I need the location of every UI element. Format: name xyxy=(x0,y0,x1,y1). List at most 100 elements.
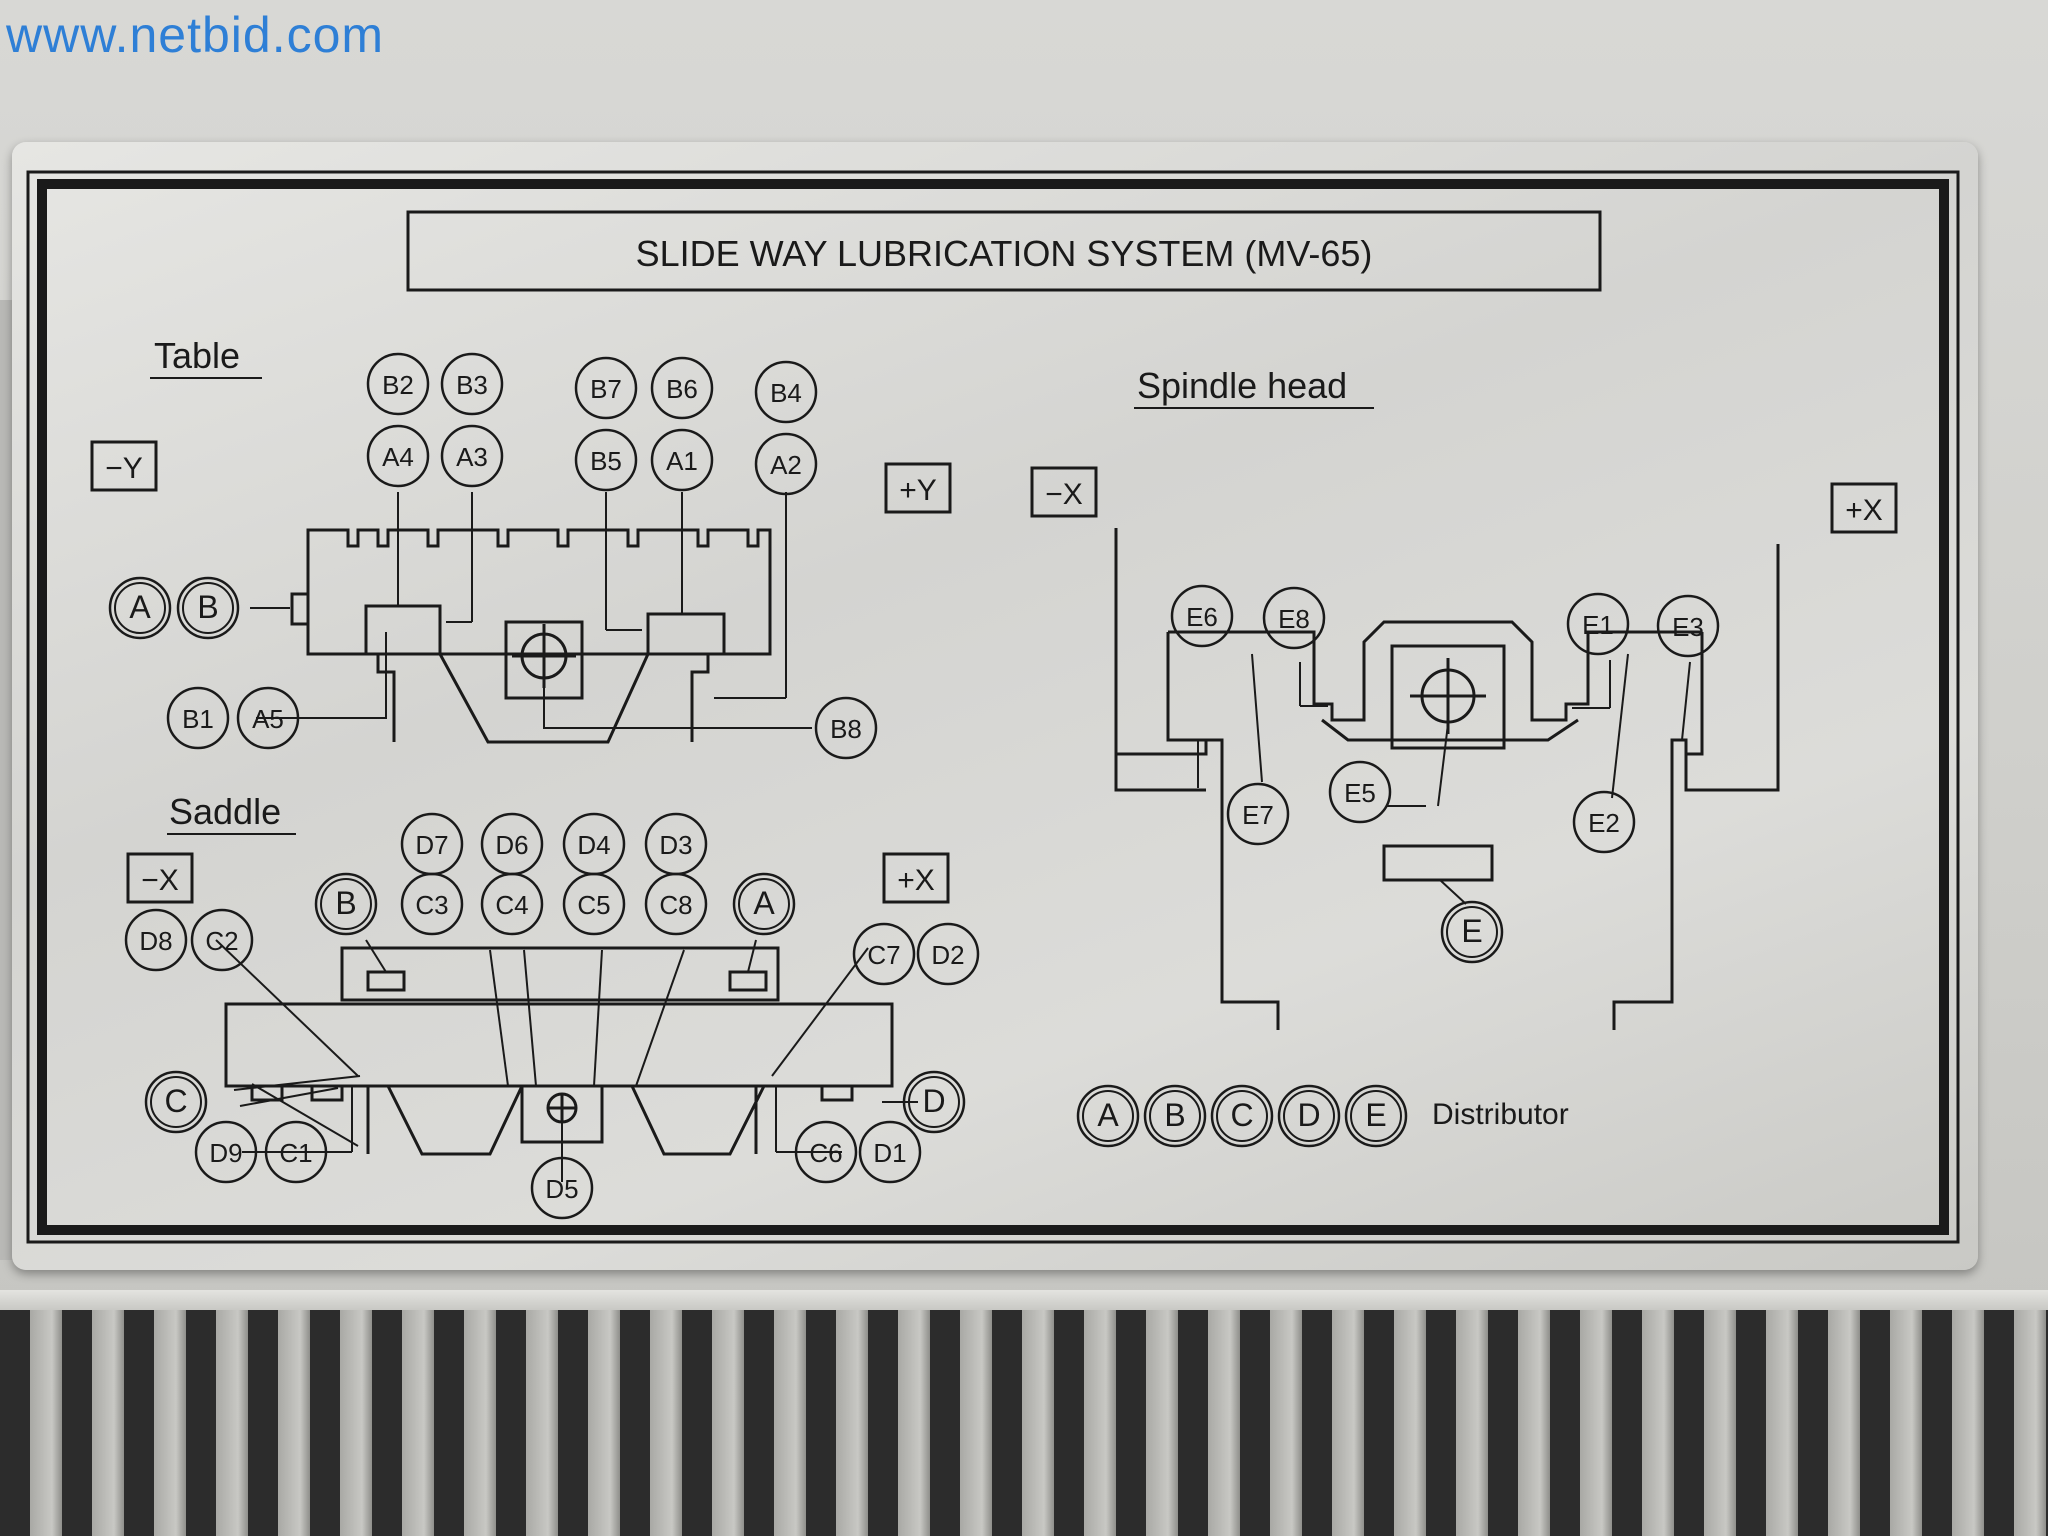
spindle-point-e2: E2 xyxy=(1572,790,1636,854)
saddle-point-d8: D8 xyxy=(124,908,188,972)
svg-text:C: C xyxy=(1230,1097,1253,1133)
svg-text:A3: A3 xyxy=(456,442,488,472)
distributor-a: A xyxy=(1076,1084,1140,1148)
svg-text:C7: C7 xyxy=(867,940,900,970)
svg-text:B: B xyxy=(197,589,218,625)
saddle-point-d7: D7 xyxy=(400,812,464,876)
section-spindle: Spindle head xyxy=(1137,365,1347,406)
saddle-point-d5: D5 xyxy=(530,1156,594,1220)
table-point-b2: B2 xyxy=(366,352,430,416)
table-point-b1: B1 xyxy=(166,686,230,750)
svg-text:C: C xyxy=(164,1083,187,1119)
table-point-b5: B5 xyxy=(574,428,638,492)
table-point-b8: B8 xyxy=(814,696,878,760)
svg-text:B: B xyxy=(1164,1097,1185,1133)
svg-text:C3: C3 xyxy=(415,890,448,920)
saddle-callouts xyxy=(215,939,918,1182)
axis-spindle-right: +X xyxy=(1830,482,1898,534)
table-point-a: A xyxy=(108,576,172,640)
svg-text:A: A xyxy=(1097,1097,1119,1133)
svg-text:B6: B6 xyxy=(666,374,698,404)
svg-text:+X: +X xyxy=(897,864,935,897)
svg-text:B4: B4 xyxy=(770,378,802,408)
svg-text:A1: A1 xyxy=(666,446,698,476)
plate-title: SLIDE WAY LUBRICATION SYSTEM (MV-65) xyxy=(636,233,1373,274)
svg-text:D6: D6 xyxy=(495,830,528,860)
svg-text:C6: C6 xyxy=(809,1138,842,1168)
inner-border xyxy=(37,179,1949,1235)
saddle-point-b: B xyxy=(314,872,378,936)
saddle-point-c6: C6 xyxy=(794,1120,858,1184)
svg-text:B5: B5 xyxy=(590,446,622,476)
table-point-a1: A1 xyxy=(650,428,714,492)
table-callouts xyxy=(250,492,812,729)
svg-text:E2: E2 xyxy=(1588,808,1620,838)
saddle-point-c2: C2 xyxy=(190,908,254,972)
table-point-b6: B6 xyxy=(650,356,714,420)
svg-text:+X: +X xyxy=(1845,494,1883,527)
svg-text:E: E xyxy=(1461,913,1482,949)
distributor-c: C xyxy=(1210,1084,1274,1148)
svg-text:A: A xyxy=(753,885,775,921)
table-point-a3: A3 xyxy=(440,424,504,488)
spindle-point-e7: E7 xyxy=(1226,782,1290,846)
saddle-point-d9: D9 xyxy=(194,1120,258,1184)
svg-text:+Y: +Y xyxy=(899,474,937,507)
outer-border xyxy=(26,170,1960,1244)
svg-text:D5: D5 xyxy=(545,1174,578,1204)
svg-text:B: B xyxy=(335,885,356,921)
spindle-point-e6: E6 xyxy=(1170,584,1234,648)
svg-text:D3: D3 xyxy=(659,830,692,860)
svg-text:A4: A4 xyxy=(382,442,414,472)
axis-saddle-left: −X xyxy=(126,852,194,904)
svg-text:−X: −X xyxy=(1045,478,1083,511)
svg-text:D4: D4 xyxy=(577,830,610,860)
svg-text:B7: B7 xyxy=(590,374,622,404)
spindle-point-e: E xyxy=(1440,900,1504,964)
axis-table-left: −Y xyxy=(90,440,158,492)
axis-saddle-right: +X xyxy=(882,852,950,904)
distributor-e: E xyxy=(1344,1084,1408,1148)
vent-grille xyxy=(0,1310,2048,1536)
watermark: www.netbid.com xyxy=(6,7,385,63)
saddle-point-d: D xyxy=(902,1070,966,1134)
title-box xyxy=(406,210,1602,292)
saddle-point-c8: C8 xyxy=(644,872,708,936)
table-point-a5: A5 xyxy=(236,686,300,750)
svg-text:C5: C5 xyxy=(577,890,610,920)
saddle-point-d3: D3 xyxy=(644,812,708,876)
svg-text:E8: E8 xyxy=(1278,604,1310,634)
svg-text:B1: B1 xyxy=(182,704,214,734)
axis-spindle-left: −X xyxy=(1030,466,1098,518)
svg-text:D1: D1 xyxy=(873,1138,906,1168)
svg-text:D9: D9 xyxy=(209,1138,242,1168)
saddle-point-d2: D2 xyxy=(916,922,980,986)
spindle-point-e1: E1 xyxy=(1566,592,1630,656)
spindle-callouts xyxy=(1197,653,1691,905)
svg-text:A: A xyxy=(129,589,151,625)
distributor-d: D xyxy=(1277,1084,1341,1148)
spindle-point-e8: E8 xyxy=(1262,586,1326,650)
svg-text:D7: D7 xyxy=(415,830,448,860)
saddle-point-d1: D1 xyxy=(858,1120,922,1184)
svg-text:E5: E5 xyxy=(1344,778,1376,808)
svg-text:E1: E1 xyxy=(1582,610,1614,640)
saddle-point-d4: D4 xyxy=(562,812,626,876)
table-point-b: B xyxy=(176,576,240,640)
saddle-point-c: C xyxy=(144,1070,208,1134)
svg-text:E: E xyxy=(1365,1097,1386,1133)
section-table: Table xyxy=(154,335,240,376)
svg-text:C4: C4 xyxy=(495,890,528,920)
svg-text:C1: C1 xyxy=(279,1138,312,1168)
saddle-point-d6: D6 xyxy=(480,812,544,876)
svg-text:D: D xyxy=(1297,1097,1320,1133)
spindle-point-e5: E5 xyxy=(1328,760,1392,824)
svg-text:D2: D2 xyxy=(931,940,964,970)
svg-text:E3: E3 xyxy=(1672,612,1704,642)
table-point-a4: A4 xyxy=(366,424,430,488)
section-saddle: Saddle xyxy=(169,791,281,832)
svg-text:E7: E7 xyxy=(1242,800,1274,830)
svg-text:−Y: −Y xyxy=(105,452,143,485)
saddle-outline xyxy=(224,946,894,1156)
